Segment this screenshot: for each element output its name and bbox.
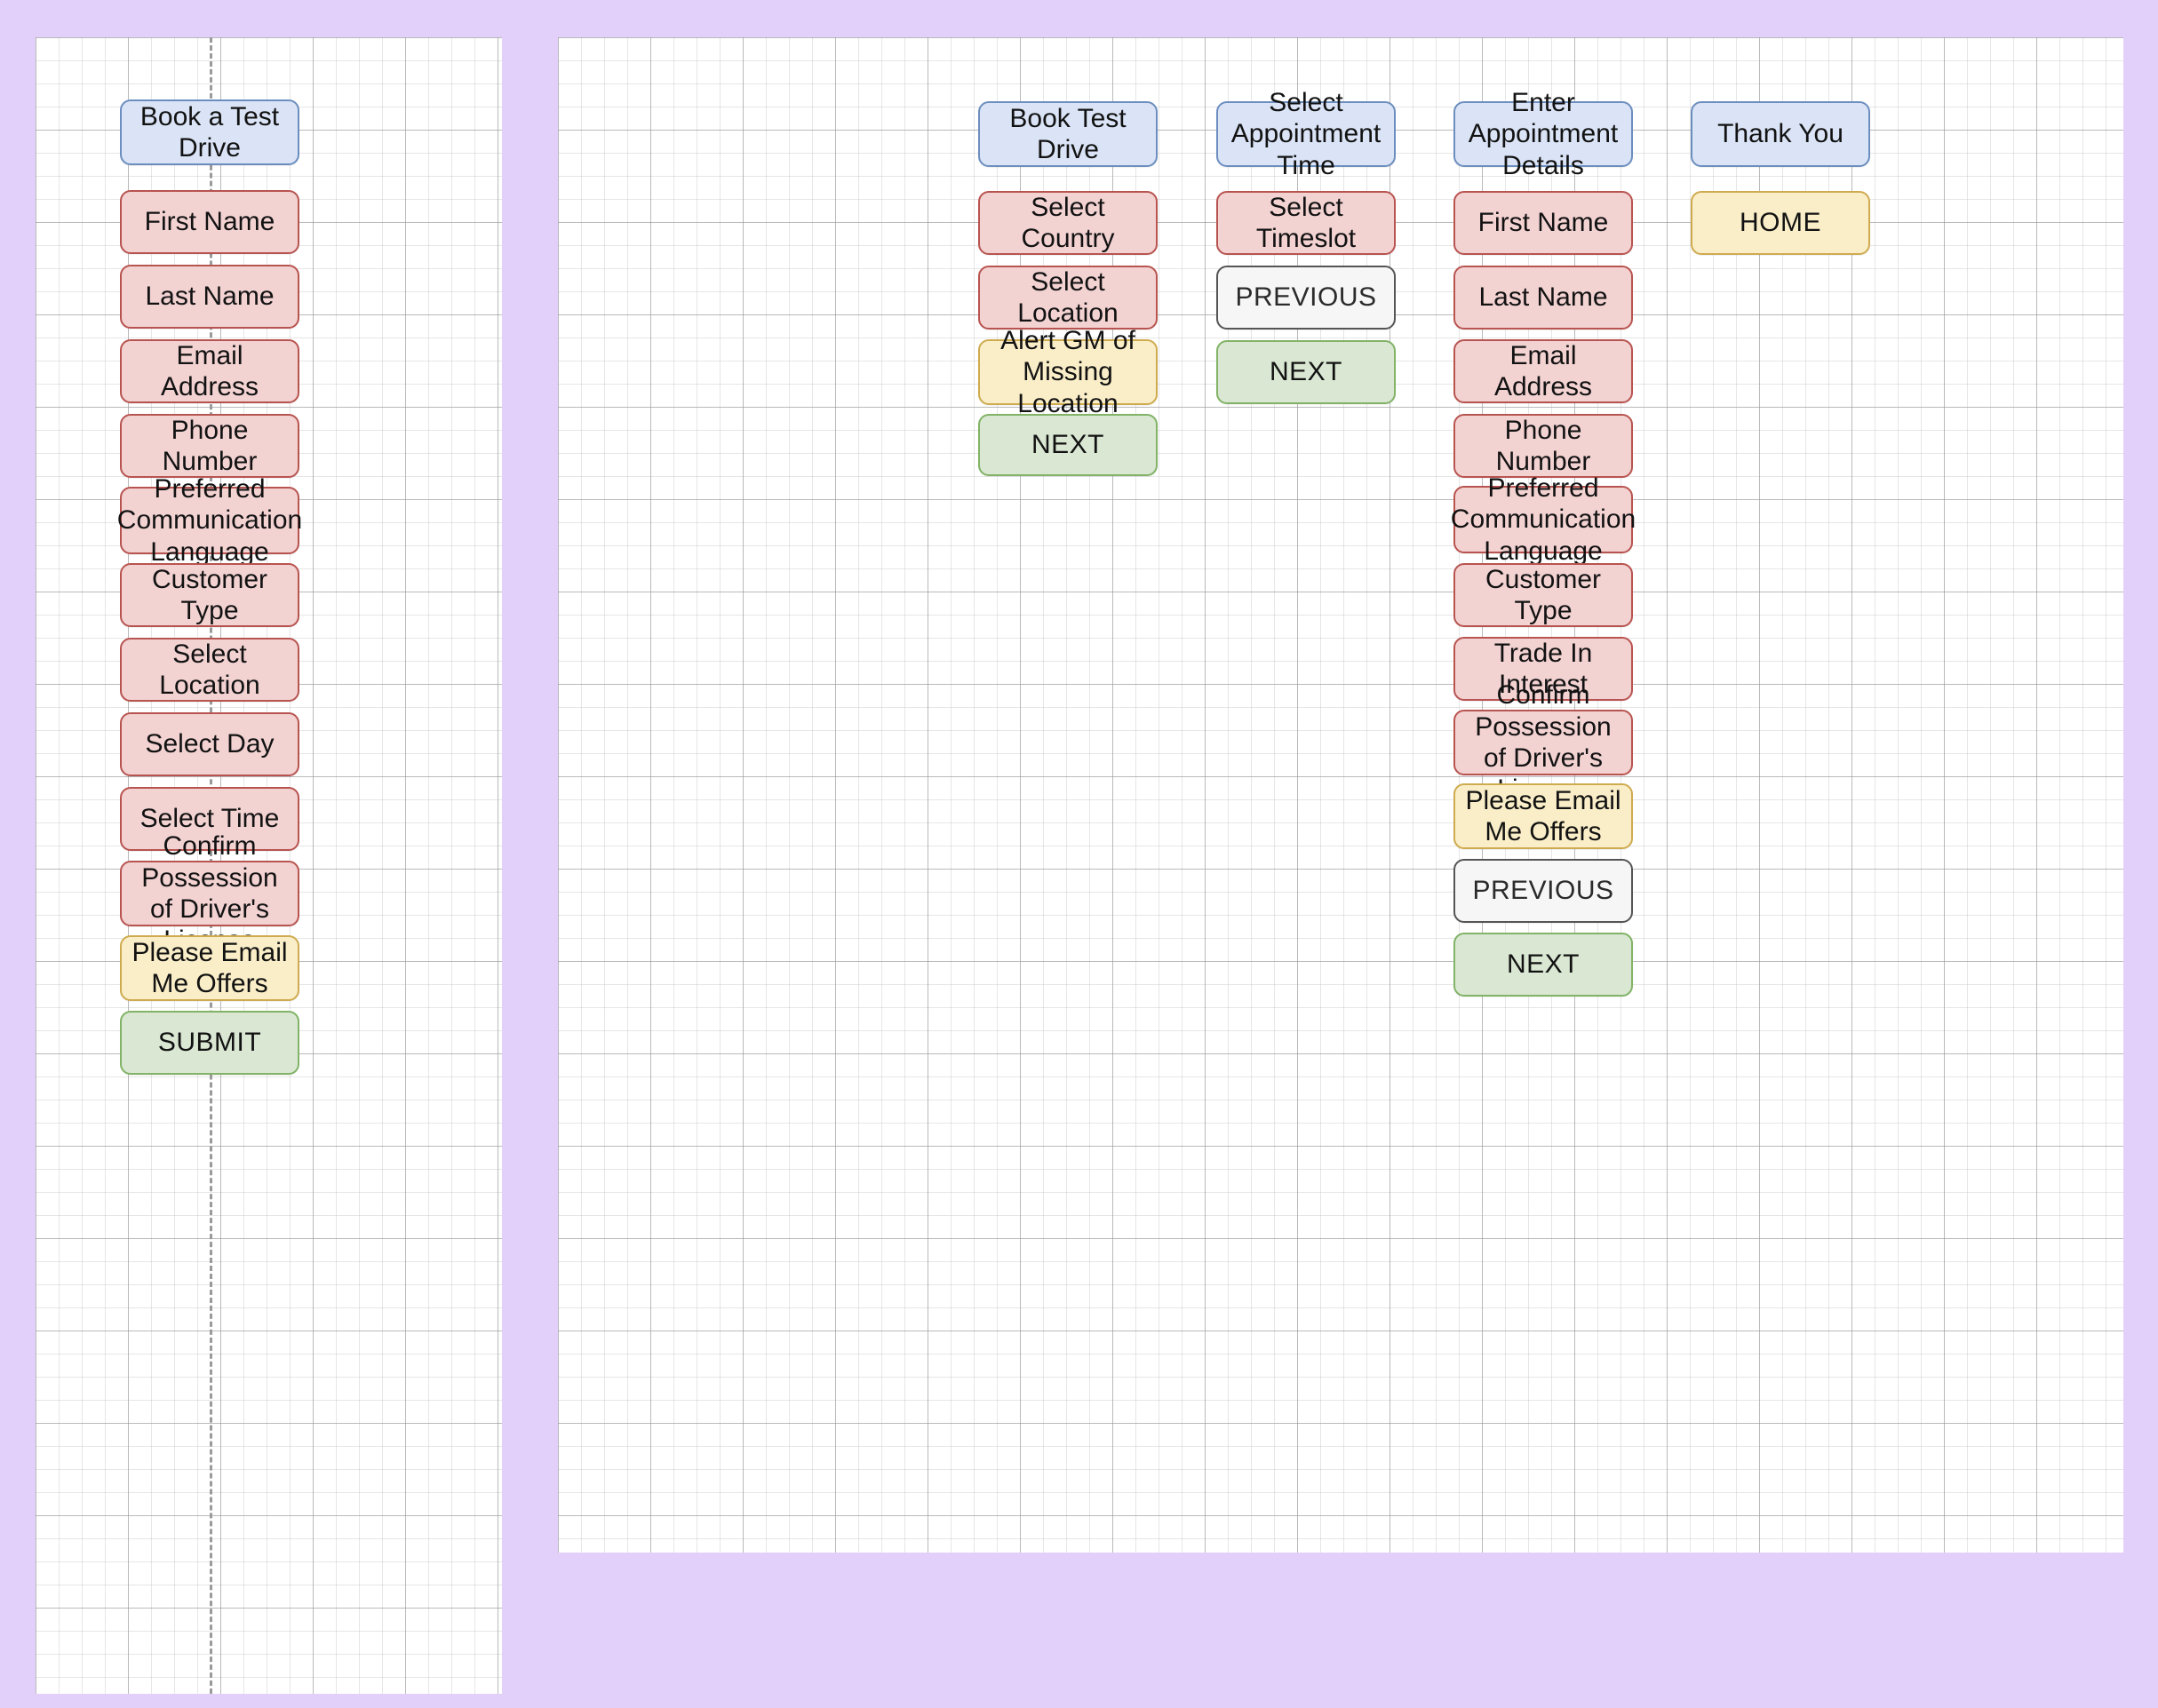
node-select-location[interactable]: Select Location (978, 266, 1158, 330)
node-enter-appointment-details[interactable]: Enter Appointment Details (1453, 88, 1633, 180)
node-last-name[interactable]: Last Name (120, 265, 299, 329)
node-home[interactable]: HOME (1691, 191, 1870, 255)
node-select-day[interactable]: Select Day (120, 712, 299, 776)
node-first-name[interactable]: First Name (120, 190, 299, 254)
node-book-a-test-drive[interactable]: Book a Test Drive (120, 99, 299, 165)
node-trade-in-interest[interactable]: Trade In Interest (1453, 637, 1633, 701)
node-book-test-drive[interactable]: Book Test Drive (978, 101, 1158, 167)
node-thank-you[interactable]: Thank You (1691, 101, 1870, 167)
node-select-timeslot[interactable]: Select Timeslot (1216, 191, 1396, 255)
node-submit[interactable]: SUBMIT (120, 1011, 299, 1075)
node-previous[interactable]: PREVIOUS (1453, 859, 1633, 923)
node-select-time[interactable]: Select Time (120, 787, 299, 851)
node-select-location[interactable]: Select Location (120, 638, 299, 702)
node-customer-type[interactable]: Customer Type (120, 563, 299, 627)
node-preferred-communication-language[interactable]: Preferred Communication Language (1450, 473, 1636, 566)
node-last-name[interactable]: Last Name (1453, 266, 1633, 330)
node-phone-number[interactable]: Phone Number (120, 414, 299, 478)
node-please-email-me-offers[interactable]: Please Email Me Offers (1453, 783, 1633, 849)
node-preferred-communication-language[interactable]: Preferred Communication Language (116, 473, 303, 567)
node-confirm-possession-of-drivers-license[interactable]: Confirm Possession of Driver's License (120, 831, 299, 955)
node-next[interactable]: NEXT (978, 414, 1158, 476)
node-customer-type[interactable]: Customer Type (1453, 563, 1633, 627)
node-confirm-possession-of-drivers-license[interactable]: Confirm Possession of Driver's License (1453, 680, 1633, 804)
node-email-address[interactable]: Email Address (1453, 339, 1633, 403)
node-phone-number[interactable]: Phone Number (1453, 414, 1633, 478)
node-next[interactable]: NEXT (1453, 933, 1633, 997)
node-please-email-me-offers[interactable]: Please Email Me Offers (120, 935, 299, 1001)
node-alert-gm-of-missing-location[interactable]: Alert GM of Missing Location (978, 326, 1158, 418)
node-next[interactable]: NEXT (1216, 340, 1396, 404)
node-select-appointment-time[interactable]: Select Appointment Time (1216, 88, 1396, 180)
node-previous[interactable]: PREVIOUS (1216, 266, 1396, 330)
node-email-address[interactable]: Email Address (120, 339, 299, 403)
node-first-name[interactable]: First Name (1453, 191, 1633, 255)
node-select-country[interactable]: Select Country (978, 191, 1158, 255)
